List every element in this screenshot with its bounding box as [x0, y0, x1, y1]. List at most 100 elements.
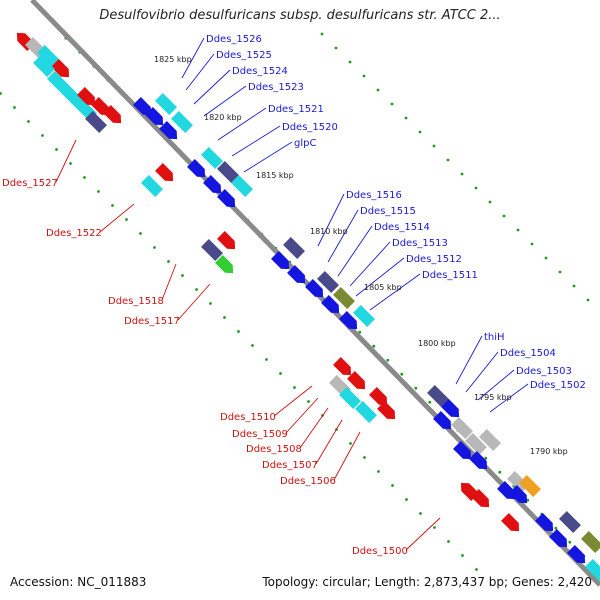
gene-box	[201, 239, 223, 261]
leader-line	[217, 107, 267, 141]
gene-arrow	[201, 239, 223, 261]
track-dot	[516, 228, 520, 232]
gene-arrow	[497, 481, 516, 500]
gene-shape	[187, 159, 206, 178]
gene-arrow	[187, 159, 206, 178]
track-dot	[223, 316, 226, 319]
gene-arrow	[479, 429, 501, 451]
scale-tick-label: 1825 kbp	[154, 55, 192, 64]
leader-line	[243, 141, 293, 173]
gene-box	[283, 237, 305, 259]
leader-line	[231, 125, 281, 157]
track-dot	[125, 218, 128, 221]
gene-box	[155, 93, 177, 115]
track-dot	[363, 456, 366, 459]
gene-label-forward: Ddes_1515	[360, 206, 416, 217]
gene-shape	[133, 97, 152, 116]
map-title: Desulfovibrio desulfuricans subsp. desul…	[99, 8, 501, 23]
leader-line	[489, 383, 529, 413]
gene-box	[451, 417, 473, 439]
track-dot	[446, 158, 450, 162]
gene-label-reverse: Ddes_1527	[2, 178, 58, 189]
gene-label-forward: Ddes_1521	[268, 104, 324, 115]
gene-shape	[535, 513, 554, 532]
gene-shape	[155, 163, 174, 182]
gene-label-reverse: Ddes_1509	[232, 429, 288, 440]
gene-box	[85, 111, 107, 133]
gene-label-reverse: Ddes_1506	[280, 476, 336, 487]
gene-arrow	[231, 175, 253, 197]
leader-line	[203, 85, 247, 117]
gene-shape	[441, 399, 460, 418]
gene-arrow	[159, 121, 178, 140]
gene-shape	[103, 105, 122, 124]
gene-labels: Ddes_1526Ddes_1525Ddes_1524Ddes_1523Ddes…	[2, 34, 586, 557]
gene-arrow	[453, 441, 472, 460]
track-dot	[554, 526, 558, 530]
track-dot	[558, 270, 562, 274]
gene-box	[141, 175, 163, 197]
leader-line	[369, 273, 421, 311]
gene-shape	[509, 485, 528, 504]
leader-line	[455, 335, 483, 385]
gene-arrow	[347, 371, 366, 390]
gene-box	[171, 111, 193, 133]
leader-line	[161, 263, 177, 301]
gene-arrow	[465, 433, 487, 455]
gene-arrow	[321, 295, 340, 314]
track-dot	[428, 400, 432, 404]
gene-arrow	[585, 559, 600, 581]
gene-box	[33, 55, 55, 77]
track-dot	[530, 242, 534, 246]
track-dot	[139, 232, 142, 235]
gene-label-reverse: Ddes_1522	[46, 228, 102, 239]
track-dot	[372, 344, 376, 348]
gene-arrow	[355, 401, 377, 423]
leader-line	[317, 193, 345, 247]
gene-arrow	[171, 111, 193, 133]
track-dot	[195, 288, 198, 291]
leader-line	[355, 257, 405, 297]
track-dot	[349, 442, 352, 445]
leader-line	[55, 139, 77, 183]
track-dot	[461, 554, 464, 557]
track-dot	[111, 204, 114, 207]
track-dot	[27, 120, 30, 123]
track-dot	[433, 526, 436, 529]
leader-line	[299, 407, 329, 449]
scale-tick-label: 1820 kbp	[204, 113, 242, 122]
gene-label-forward: Ddes_1520	[282, 122, 338, 133]
gene-box	[333, 287, 355, 309]
gene-shape	[497, 481, 516, 500]
topology-summary: Topology: circular; Length: 2,873,437 bp…	[262, 575, 592, 589]
gene-shape	[203, 175, 222, 194]
track-dot	[414, 386, 418, 390]
gene-shape	[217, 189, 236, 208]
gene-label-forward: Ddes_1502	[530, 380, 586, 391]
leader-line	[465, 351, 499, 393]
gene-arrow	[333, 357, 352, 376]
gene-box	[581, 531, 600, 553]
gene-shape	[469, 451, 488, 470]
gene-box	[339, 387, 361, 409]
gene-arrow	[91, 97, 110, 116]
gene-arrow	[339, 387, 361, 409]
track-dot	[488, 200, 492, 204]
leader-line	[185, 53, 215, 91]
track-dot	[97, 190, 100, 193]
gene-box	[61, 85, 83, 107]
track-dot	[377, 470, 380, 473]
track-dot	[279, 372, 282, 375]
track-dot	[167, 260, 170, 263]
leader-line	[405, 517, 441, 551]
gene-label-reverse: Ddes_1508	[246, 444, 302, 455]
gene-arrow	[427, 385, 449, 407]
gene-label-forward: Ddes_1523	[248, 82, 304, 93]
track-dot	[419, 512, 422, 515]
track-dot	[390, 102, 394, 106]
gene-arrow	[217, 231, 236, 250]
track-dot	[404, 116, 408, 120]
gene-arrow	[133, 97, 152, 116]
gene-shape	[271, 251, 290, 270]
